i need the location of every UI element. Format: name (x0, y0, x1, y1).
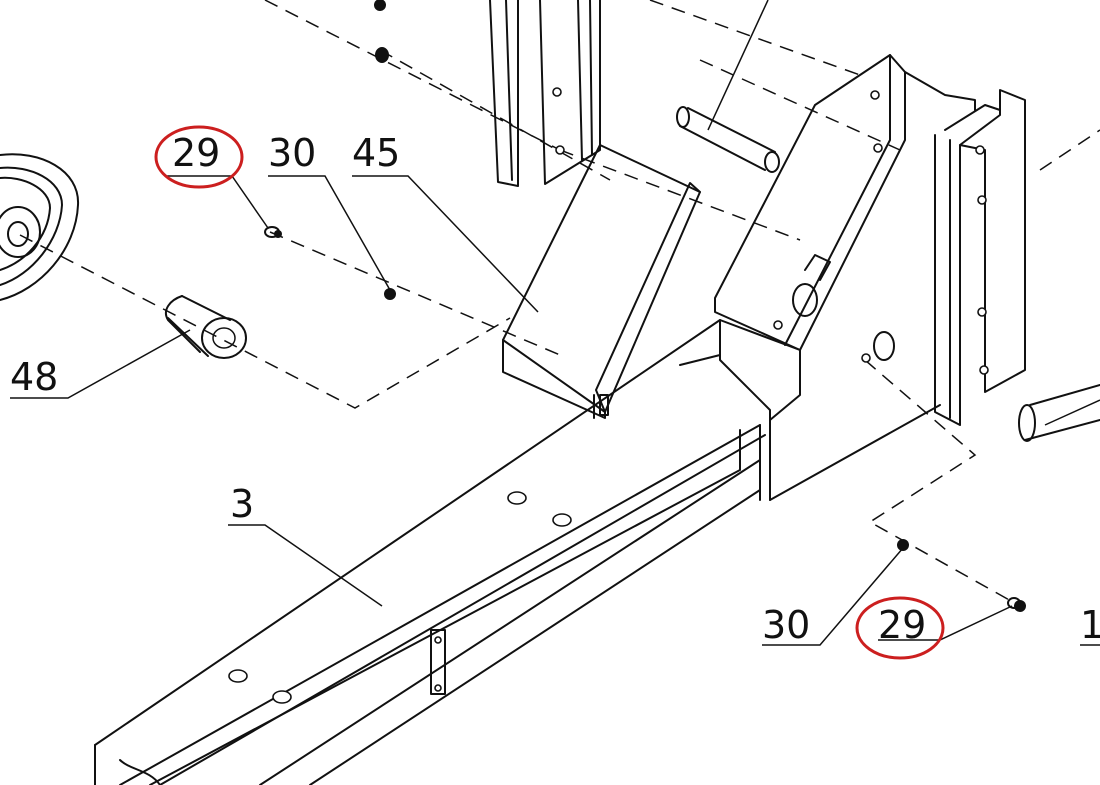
highlight-circle-29-upper (154, 125, 244, 189)
part-labels: 29 30 45 48 3 30 29 1 (10, 131, 1100, 647)
pulley-wheel-part (0, 153, 80, 301)
side-mounting-plate (714, 54, 976, 351)
part-label-30-upper: 30 (268, 131, 316, 175)
fasteners (264, 0, 1026, 612)
axle-pin-upper (676, 106, 780, 173)
part-label-3: 3 (230, 482, 254, 526)
part-label-1: 1 (1080, 603, 1100, 647)
highlight-markers (154, 125, 945, 660)
axle-pin-lower (1018, 384, 1100, 442)
main-beam-part (94, 319, 941, 785)
part-label-30-lower: 30 (762, 603, 810, 647)
spacer-bushing-part (164, 295, 247, 359)
vertical-profile-rail (489, 0, 601, 187)
highlight-circle-29-lower (855, 596, 945, 660)
angled-bracket-part (502, 144, 701, 419)
part-label-29-lower: 29 (878, 603, 926, 647)
part-label-29-upper: 29 (172, 131, 220, 175)
part-label-48: 48 (10, 355, 58, 399)
part-label-45: 45 (352, 131, 400, 175)
right-vertical-rail (861, 89, 1026, 426)
